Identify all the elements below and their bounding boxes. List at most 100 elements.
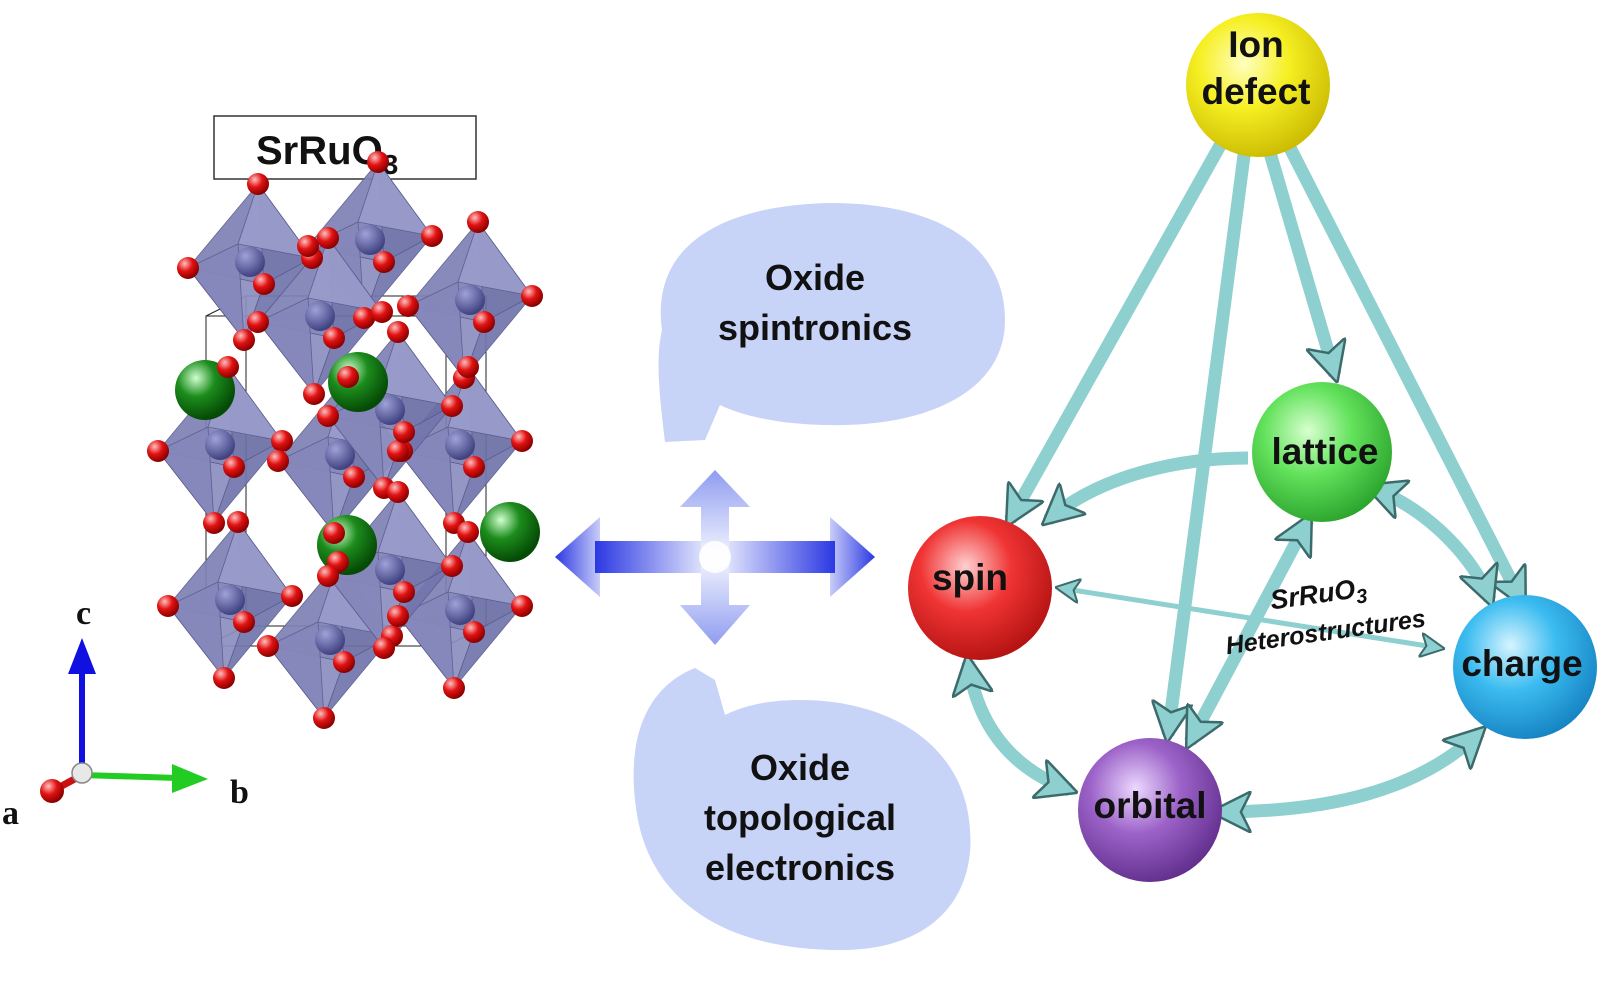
axis-label-b: b	[230, 774, 249, 811]
octahedron-face	[167, 581, 225, 680]
oxygen-atom	[317, 227, 339, 249]
oxygen-atom	[337, 366, 359, 388]
thin-arrows	[1060, 588, 1440, 648]
node-charge: charge	[1453, 595, 1597, 739]
octahedron-face	[307, 237, 383, 313]
octahedron-face	[407, 281, 465, 380]
oxygen-atom	[367, 151, 389, 173]
octahedron-face	[223, 595, 293, 679]
oxygen-atom	[473, 311, 495, 333]
sr-atom	[175, 360, 235, 420]
bubble-bottom-line2: topological	[704, 797, 896, 838]
oxygen-atom	[271, 430, 293, 452]
octahedron-face	[453, 605, 523, 689]
oxygen-atom	[227, 511, 249, 533]
node-spin-label: spin	[932, 557, 1008, 598]
oxygen-atom	[511, 430, 533, 452]
center-label: SrRuO3 Heterostructures	[1224, 574, 1427, 660]
octahedron-face	[377, 331, 453, 407]
axis-label-c: c	[76, 595, 91, 632]
bubble-bottom-line1: Oxide	[750, 747, 850, 788]
oxygen-atom	[281, 585, 303, 607]
oxygen-atom	[393, 421, 415, 443]
ru-atom	[455, 285, 485, 315]
octahedron-face	[267, 621, 325, 720]
oxygen-atom	[233, 329, 255, 351]
ru-atom	[305, 301, 335, 331]
oxygen-atom	[511, 595, 533, 617]
octahedron-face	[257, 297, 315, 396]
oxygen-atom	[233, 611, 255, 633]
node-lattice-label: lattice	[1272, 431, 1379, 472]
octahedron-face	[363, 235, 433, 319]
oxygen-atom	[177, 257, 199, 279]
oxygen-atom	[521, 285, 543, 307]
octahedron-face	[397, 591, 455, 690]
oxygen-atom	[373, 637, 395, 659]
crystal-structure: SrRuO3 c b a	[2, 115, 543, 832]
bubble-bottom-line3: electronics	[705, 847, 895, 888]
ru-atom	[235, 247, 265, 277]
oxygen-atom	[463, 621, 485, 643]
oxygen-atom	[203, 512, 225, 534]
oxygen-atom	[387, 321, 409, 343]
oxygen-atom	[457, 521, 479, 543]
interaction-diagram: Ion defect lattice spin charge orbital S…	[908, 13, 1597, 882]
node-charge-label: charge	[1461, 643, 1582, 684]
ru-atom	[315, 625, 345, 655]
oxygen-atom	[353, 307, 375, 329]
oxygen-atom	[223, 456, 245, 478]
oxygen-atom	[441, 555, 463, 577]
arrow-lattice-spin	[1048, 451, 1249, 520]
ru-atom	[355, 225, 385, 255]
octahedron-face	[357, 161, 433, 237]
oxygen-atom	[297, 235, 319, 257]
oxygen-atom	[467, 211, 489, 233]
octahedron-face	[187, 243, 245, 342]
a-axis-ball	[40, 779, 64, 803]
speech-bubble-bottom: Oxide topological electronics	[633, 668, 971, 950]
octahedron-face	[277, 436, 335, 535]
node-orbital-label: orbital	[1093, 785, 1206, 826]
node-ion-defect: Ion defect	[1186, 13, 1330, 157]
arrow-spin-charge	[1060, 588, 1440, 648]
arrow-ion-charge	[1279, 135, 1528, 602]
oxygen-atom	[267, 450, 289, 472]
oxygen-atom	[323, 327, 345, 349]
oxygen-atom	[317, 405, 339, 427]
b-axis-arrowhead	[172, 764, 208, 793]
speech-bubble-top: Oxide spintronics	[658, 203, 1005, 442]
oxygen-atom	[441, 395, 463, 417]
node-orbital: orbital	[1078, 738, 1222, 882]
crystal-axes: c b a	[2, 595, 249, 832]
oxygen-atom	[147, 440, 169, 462]
arrow-orbital-charge	[1218, 732, 1480, 812]
ru-atom	[215, 585, 245, 615]
oxygen-atom	[317, 565, 339, 587]
oxygen-atoms	[147, 151, 543, 729]
oxygen-atom	[323, 522, 345, 544]
oxygen-atom	[257, 635, 279, 657]
octahedron-face	[377, 491, 453, 567]
octahedron-face	[237, 183, 313, 259]
four-way-arrow	[555, 470, 875, 645]
octahedron-face	[323, 635, 393, 719]
oxygen-atom	[421, 225, 443, 247]
oxygen-atom	[303, 383, 325, 405]
oxygen-atom	[443, 677, 465, 699]
sr-atom	[328, 352, 388, 412]
ru-atom	[375, 395, 405, 425]
octahedron-face	[213, 440, 283, 524]
oxygen-atom	[343, 466, 365, 488]
sr-atom	[480, 502, 540, 562]
oxygen-atom	[387, 440, 409, 462]
bubble-top-line2: spintronics	[718, 307, 912, 348]
c-axis-arrowhead	[68, 638, 96, 674]
oxygen-atom	[371, 301, 393, 323]
oxygen-atom	[247, 311, 269, 333]
arrow-ion-spin	[1004, 138, 1228, 520]
bubble-top-line1: Oxide	[765, 257, 865, 298]
formula-box	[213, 115, 477, 180]
oxygen-atom	[387, 605, 409, 627]
